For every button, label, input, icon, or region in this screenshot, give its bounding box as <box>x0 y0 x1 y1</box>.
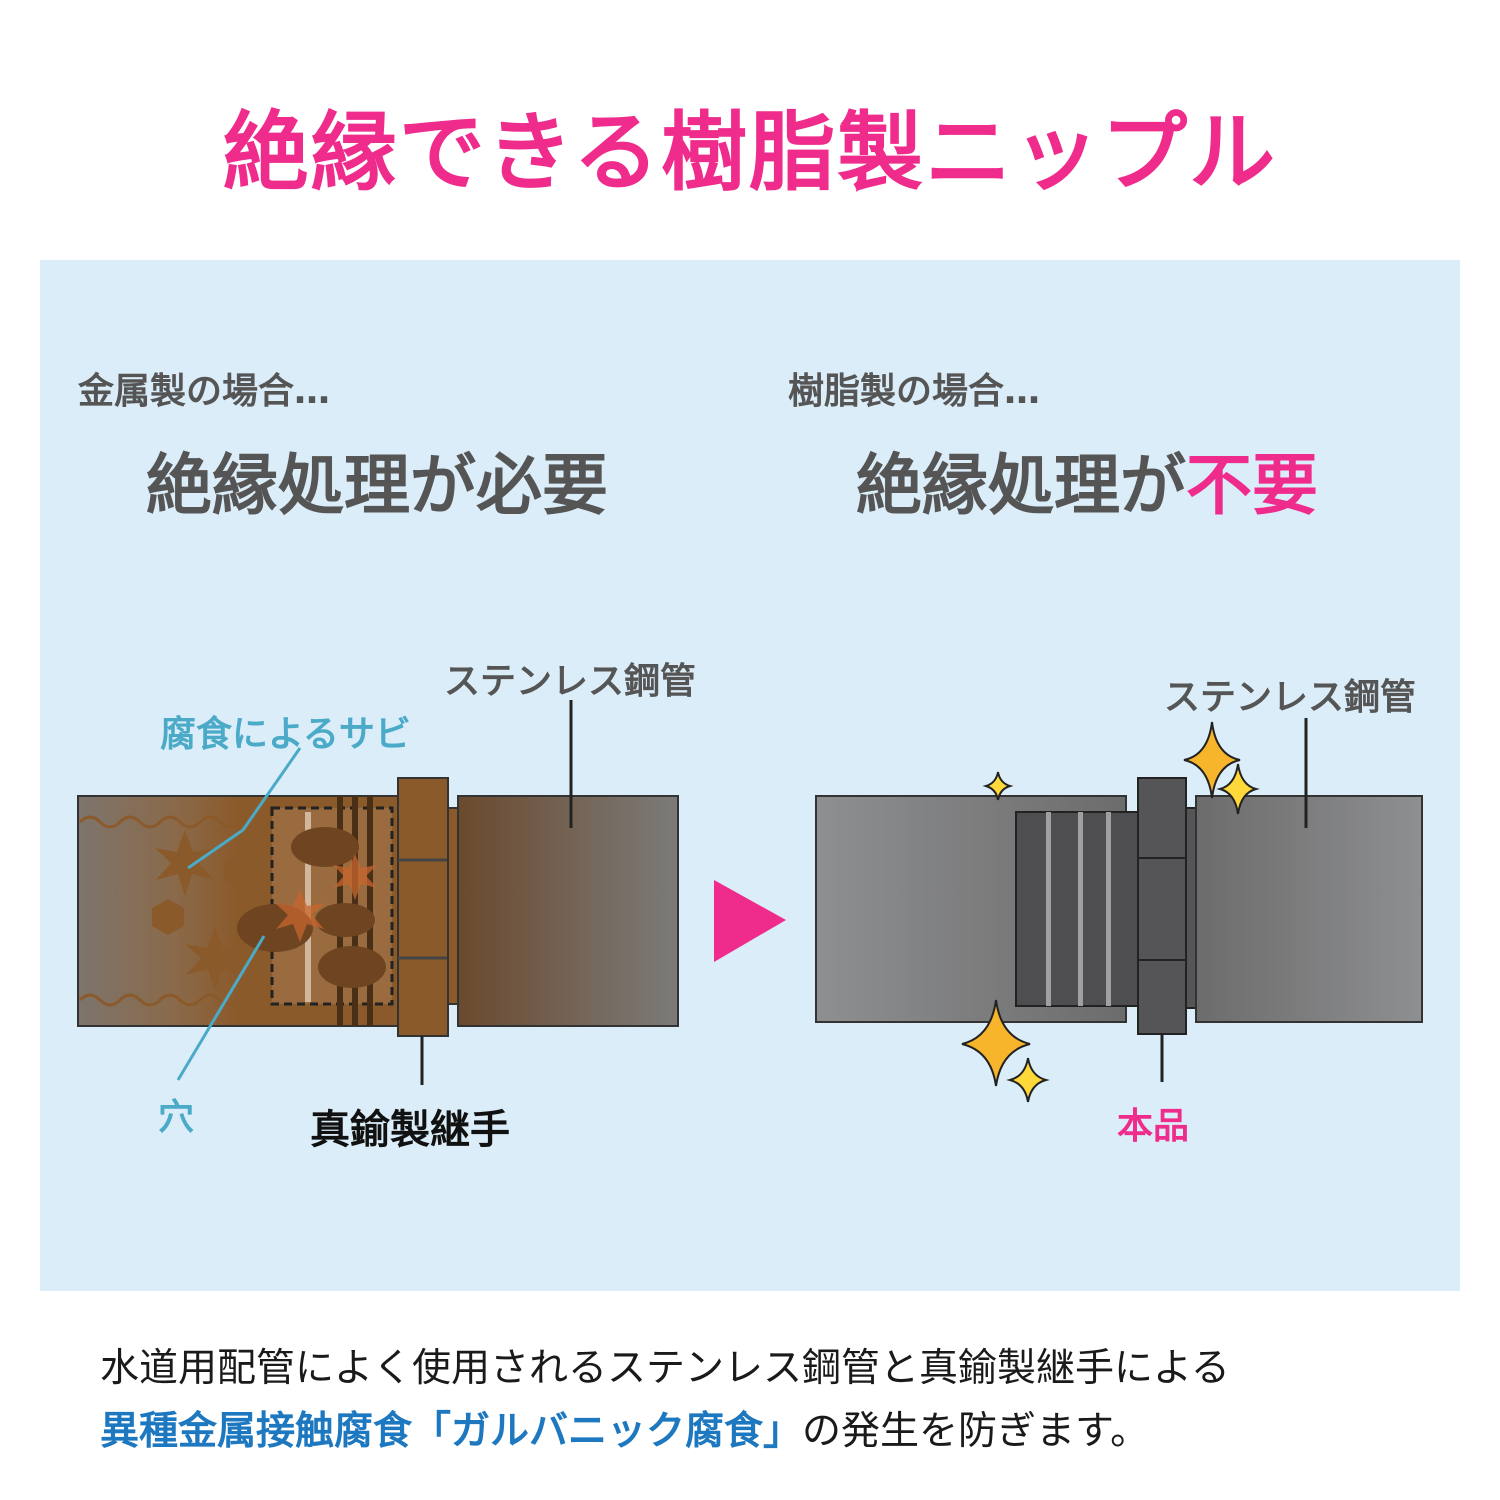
resin-nipple-body <box>1015 811 1139 1007</box>
label-left-stainless-pipe: ステンレス鋼管 <box>444 661 697 702</box>
right-subtitle: 樹脂製の場合… <box>788 371 1041 412</box>
label-rust: 腐食によるサビ <box>160 714 411 755</box>
rust-star-icon <box>275 890 325 942</box>
rust-blob <box>315 903 375 937</box>
sparkle-icon <box>1006 1057 1050 1103</box>
sparkle-icon <box>982 771 1014 801</box>
footer-line-2: 異種金属接触腐食「ガルバニック腐食」の発生を防ぎます。 <box>100 1400 1420 1456</box>
page-title: 絶縁できる樹脂製ニップル <box>222 103 1278 203</box>
left-heading: 絶縁処理が必要 <box>146 447 608 524</box>
right-heading: 絶縁処理が不要 <box>856 432 1318 528</box>
sparkle-icon <box>961 999 1031 1087</box>
brass-joint-nut <box>397 777 449 1037</box>
corrosion-wave-top <box>78 815 282 829</box>
right-heading-main: 絶縁処理が <box>856 447 1186 524</box>
rust-hexagon-icon <box>152 899 184 935</box>
leader-line-hole <box>176 935 266 1081</box>
rust-star-icon <box>333 854 377 900</box>
brass-joint-collar <box>447 807 459 1005</box>
comparison-panel <box>40 260 1460 1291</box>
footer-line-1: 水道用配管によく使用されるステンレス鋼管と真鍮製継手による <box>100 1346 1230 1391</box>
rust-blob <box>291 827 359 867</box>
rust-star-icon <box>155 830 215 896</box>
corrosion-wave-bottom <box>78 993 282 1007</box>
left-subtitle: 金属製の場合… <box>78 371 331 412</box>
right-stainless-pipe-right <box>1195 795 1423 1023</box>
footer-emphasis: 異種金属接触腐食「ガルバニック腐食」 <box>100 1409 803 1454</box>
sparkle-icon <box>1183 721 1241 799</box>
label-right-stainless-pipe: ステンレス鋼管 <box>1164 677 1417 718</box>
label-product: 本品 <box>1117 1106 1190 1147</box>
footer-rest: の発生を防ぎます。 <box>802 1409 1150 1454</box>
left-stainless-pipe-right <box>457 795 679 1027</box>
leader-line-rust <box>187 828 244 870</box>
rust-star-icon <box>185 927 245 991</box>
resin-nipple-nut <box>1137 777 1187 1035</box>
label-brass-joint: 真鍮製継手 <box>310 1107 510 1153</box>
left-metal-assembly <box>77 700 679 1085</box>
rust-hexagon-icon <box>224 853 256 889</box>
rust-blob <box>318 946 386 988</box>
right-heading-emphasis: 不要 <box>1186 447 1318 524</box>
sparkle-icon <box>1216 763 1260 815</box>
arrow-right-icon <box>714 880 786 962</box>
right-resin-assembly <box>815 718 1423 1103</box>
label-hole: 穴 <box>158 1097 195 1138</box>
leader-line-rust <box>241 747 302 831</box>
